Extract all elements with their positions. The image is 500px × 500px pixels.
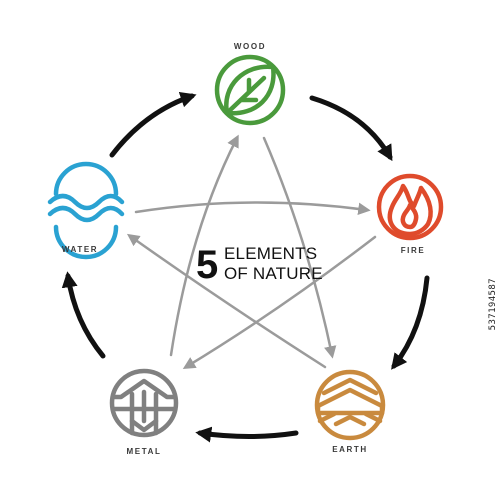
leaf-icon <box>214 54 286 126</box>
flame-icon <box>376 173 444 241</box>
stock-id-caption: 537194587 <box>488 278 498 331</box>
generating-cycle <box>61 92 430 443</box>
arrow-water-to-fire <box>134 201 371 216</box>
arrow-wood-to-fire <box>309 95 393 162</box>
title-line-2: OF NATURE <box>224 264 323 283</box>
fire-element: FIRE <box>376 173 444 255</box>
arrow-water-to-wood <box>109 92 197 158</box>
water-label: WATER <box>62 245 98 254</box>
center-title: 5 ELEMENTS OF NATURE <box>196 243 323 287</box>
wood-label: WOOD <box>234 42 266 51</box>
wood-element: WOOD <box>214 42 286 126</box>
fire-label: FIRE <box>401 246 426 255</box>
metal-arrow-icon <box>109 368 179 438</box>
title-line-1: ELEMENTS <box>224 244 317 263</box>
arrow-metal-to-wood <box>169 134 239 357</box>
controlling-cycle <box>126 134 377 369</box>
metal-label: METAL <box>127 447 162 456</box>
arrow-wood-to-earth <box>262 136 337 359</box>
arrow-fire-to-earth <box>391 275 430 370</box>
metal-element: METAL <box>109 368 179 456</box>
arrow-earth-to-metal <box>195 426 299 443</box>
water-element: WATER <box>47 161 125 260</box>
title-number: 5 <box>196 243 218 287</box>
arrow-metal-to-water <box>61 271 106 359</box>
mountain-layers-icon <box>314 369 386 441</box>
earth-element: EARTH <box>314 369 386 454</box>
arrow-fire-to-metal <box>182 235 377 369</box>
waves-icon <box>47 161 125 260</box>
earth-label: EARTH <box>332 445 368 454</box>
arrow-earth-to-water <box>126 233 327 369</box>
